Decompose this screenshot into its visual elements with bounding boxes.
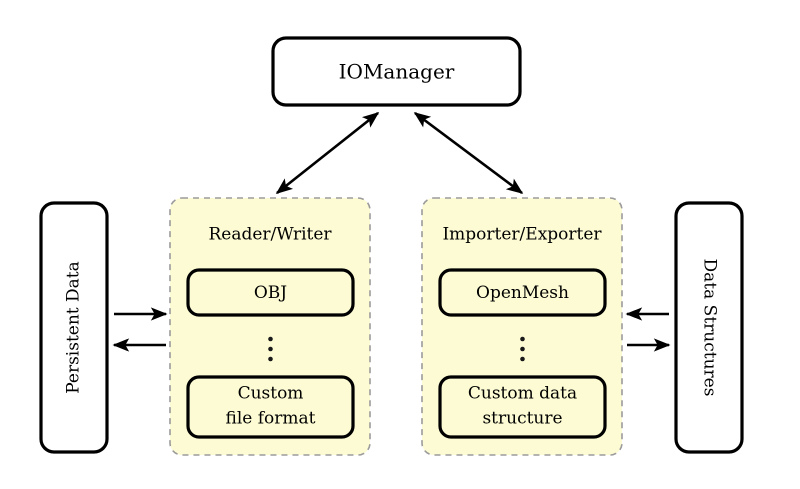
arrow-manager-to-reader-writer xyxy=(275,111,380,195)
obj-box xyxy=(186,268,355,317)
panel-importer-exporter[interactable]: Importer/Exporter OpenMesh Custom data s… xyxy=(421,197,623,456)
node-persistent-data[interactable]: Persistent Data xyxy=(39,201,109,454)
custom-data-structure-box xyxy=(438,375,607,439)
data-structures-box xyxy=(674,201,744,454)
reader-writer-ellipsis xyxy=(268,336,273,362)
item-custom-data-structure[interactable]: Custom data structure xyxy=(438,375,607,439)
custom-data-structure-label-line2: structure xyxy=(482,409,562,429)
iomanager-box xyxy=(271,36,522,107)
obj-label: OBJ xyxy=(254,283,287,303)
arrow-manager-to-importer-exporter xyxy=(413,111,524,195)
importer-exporter-panel-label: Importer/Exporter xyxy=(442,225,602,245)
item-obj[interactable]: OBJ xyxy=(186,268,355,317)
node-iomanager[interactable]: IOManager xyxy=(271,36,522,107)
custom-file-format-box xyxy=(186,375,355,439)
panel-reader-writer[interactable]: Reader/Writer OBJ Custom file format xyxy=(169,197,371,456)
iomanager-label: IOManager xyxy=(339,60,455,84)
data-structures-label: Data Structures xyxy=(700,259,720,397)
item-custom-file-format[interactable]: Custom file format xyxy=(186,375,355,439)
custom-file-format-label-line1: Custom xyxy=(238,384,304,404)
openmesh-box xyxy=(438,268,607,317)
node-data-structures[interactable]: Data Structures xyxy=(674,201,744,454)
persistent-data-label: Persistent Data xyxy=(64,261,84,394)
importer-exporter-ellipsis xyxy=(520,336,525,362)
persistent-data-box xyxy=(39,201,109,454)
openmesh-label: OpenMesh xyxy=(476,283,569,303)
reader-writer-panel-label: Reader/Writer xyxy=(208,225,332,245)
custom-file-format-label-line2: file format xyxy=(226,409,316,429)
item-openmesh[interactable]: OpenMesh xyxy=(438,268,607,317)
custom-data-structure-label-line1: Custom data xyxy=(468,384,577,404)
